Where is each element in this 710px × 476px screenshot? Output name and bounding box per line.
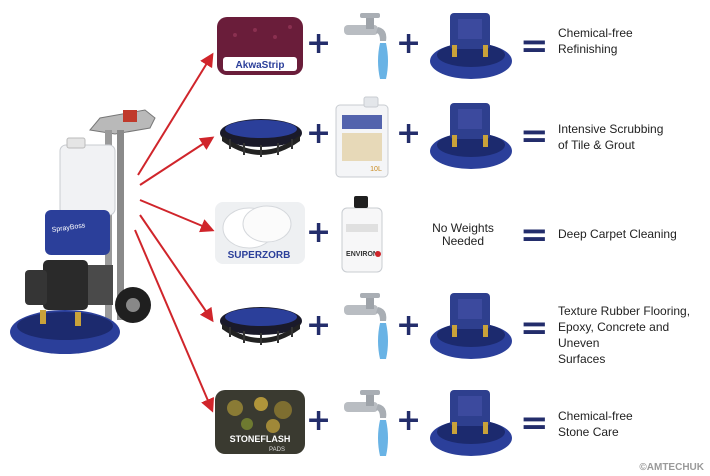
result-text: Chemical-free Stone Care	[558, 409, 633, 439]
superzorb-label: SUPERZORB	[228, 250, 291, 261]
arrow-row-4	[139, 214, 214, 323]
result-text: Intensive Scrubbing of Tile & Grout	[558, 122, 664, 152]
plus-sign: +	[396, 116, 422, 151]
equals-sign: =	[520, 215, 549, 255]
plus-sign: +	[306, 308, 332, 343]
arrow-row-5	[134, 229, 215, 413]
combo-row-2: + 10L + = Intensive Scrubbing of Tile & …	[0, 95, 710, 178]
result-text: Texture Rubber Flooring, Epoxy, Concrete…	[558, 304, 691, 366]
result-text: Deep Carpet Cleaning	[558, 227, 677, 241]
equals-sign: =	[520, 116, 549, 156]
plus-sign: +	[396, 26, 422, 61]
machine-base	[430, 293, 512, 359]
stoneflash-label: STONEFLASH	[230, 434, 291, 444]
plus-sign: +	[306, 403, 332, 438]
machine-label: SprayBoss	[51, 222, 86, 234]
bottle-label: ENVIRON	[346, 251, 378, 258]
stoneflash-sublabel: PADS	[269, 447, 285, 453]
arrow-row-3	[139, 199, 215, 233]
water-tap-icon	[344, 13, 388, 79]
superzorb-pads: SUPERZORB	[215, 202, 305, 264]
plus-sign: +	[306, 116, 332, 151]
scrub-brush	[220, 119, 302, 157]
container-volume: 10L	[370, 166, 382, 173]
machine-base	[430, 13, 512, 79]
stoneflash-pad: STONEFLASH PADS	[215, 390, 305, 454]
no-weights-note: No Weights Needed	[432, 221, 494, 248]
combo-row-1: AkwaStrip + + = Chemical-free Refinishin…	[0, 5, 710, 85]
equals-sign: =	[520, 26, 549, 66]
result-text: Chemical-free Refinishing	[558, 26, 633, 56]
plus-sign: +	[306, 215, 332, 250]
plus-sign: +	[396, 308, 422, 343]
arrow-row-1	[137, 52, 214, 176]
akwastrip-pad: AkwaStrip	[217, 17, 303, 75]
akwastrip-label: AkwaStrip	[236, 60, 285, 71]
plus-sign: +	[396, 403, 422, 438]
plus-sign: +	[306, 26, 332, 61]
chemical-bottle: ENVIRON	[341, 196, 383, 273]
combo-row-5: STONEFLASH PADS + + = Chemical-free Ston…	[0, 380, 710, 460]
machine-base	[430, 390, 512, 456]
equals-sign: =	[520, 403, 549, 443]
equals-sign: =	[520, 308, 549, 348]
water-tap-icon	[344, 390, 388, 456]
combo-row-3: SUPERZORB + ENVIRON No Weights Needed = …	[0, 190, 710, 273]
orbital-floor-machine: SprayBoss	[10, 109, 156, 354]
arrow-row-2	[139, 136, 215, 186]
chemical-container: 10L	[335, 96, 389, 178]
scrub-brush	[220, 307, 302, 345]
water-tap-icon	[344, 293, 388, 359]
watermark: ©AMTECHUK	[639, 462, 704, 473]
combo-row-4: + + = Texture Rubber Flooring, Epoxy, Co…	[0, 283, 710, 366]
machine-base	[430, 103, 512, 169]
